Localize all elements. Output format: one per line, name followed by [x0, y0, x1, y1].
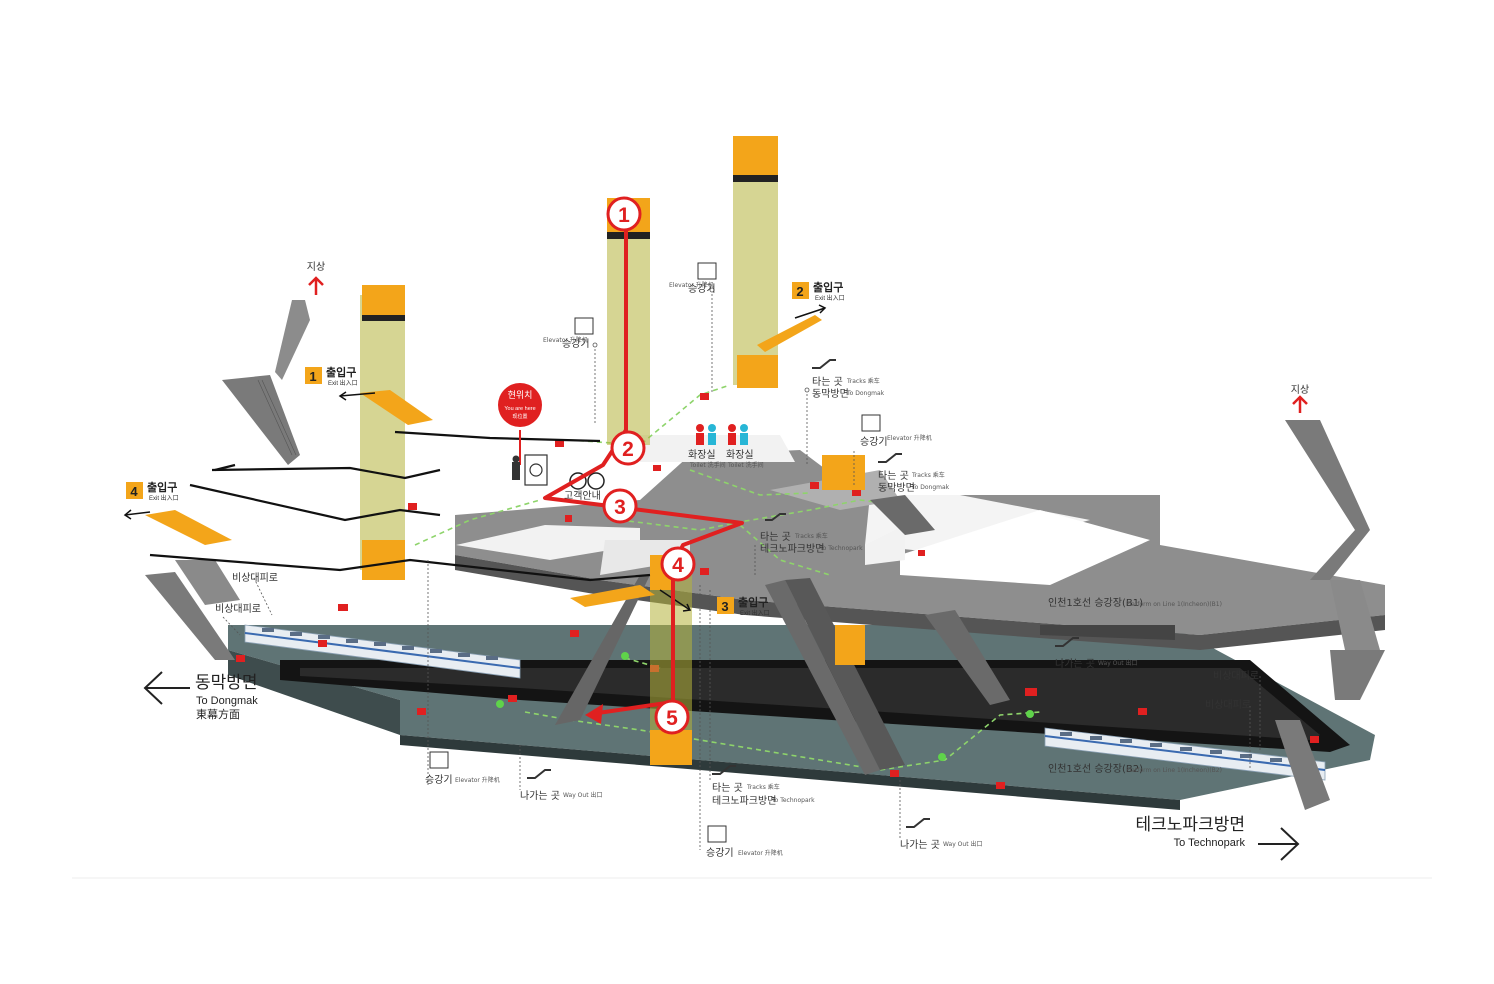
direction-technopark-kr: 테크노파크방면 [1136, 815, 1245, 835]
ground-label-right: 지상 [1291, 384, 1309, 396]
elevator-label-5: 승강기 [706, 847, 734, 859]
exit-ramps [123, 304, 827, 612]
ground-arrow-right-icon [1292, 395, 1308, 413]
ground-label-left: 지상 [307, 261, 325, 273]
platform-b2-en: Platform on Line 1(Incheon)(B2) [1126, 767, 1222, 774]
svg-text:You are here: You are here [504, 406, 535, 412]
svg-text:출입구: 출입구 [738, 595, 768, 609]
elevator-label-2: 승강기 [688, 283, 716, 295]
info-label: 고객안내 [564, 490, 601, 502]
elevator-label-1: 승강기 [562, 338, 590, 350]
svg-text:4: 4 [130, 484, 138, 499]
route-step-label: 4 [672, 554, 684, 577]
to-dongmak-label-1: 동막방면 [812, 388, 849, 400]
restroom-label-men: 화장실 [688, 449, 716, 461]
restroom-icons [696, 424, 748, 445]
elevator-en-5: Elevator 升降机 [738, 849, 783, 857]
to-technopark-en-1: To Technopark [819, 545, 863, 552]
elevator-en-3: Elevator 升降机 [887, 434, 932, 442]
boarding-label-1: 타는 곳 [812, 376, 843, 388]
elevator-en-1: Elevator 升降机 [543, 336, 588, 344]
to-dongmak-en-1: To Dongmak [846, 390, 885, 397]
elevator-en-4: Elevator 升降机 [455, 776, 500, 784]
direction-dongmak: 동막방면 To Dongmak 東幕方面 [143, 671, 258, 721]
direction-dongmak-cn: 東幕方面 [196, 707, 240, 721]
svg-text:Exit 出入口: Exit 出入口 [328, 379, 358, 387]
route-step-label: 2 [622, 438, 634, 461]
way-out-label-2: 나가는 곳 [900, 839, 940, 851]
emergency-label-2: 비상대피로 [215, 603, 261, 615]
platform-b1-label: 인천1호선 승강장(B1) [1048, 597, 1143, 609]
svg-text:출입구: 출입구 [813, 280, 843, 294]
to-dongmak-label-2: 동막방면 [878, 482, 915, 494]
svg-text:2: 2 [796, 284, 803, 299]
restroom-sub-women: Toilet 洗手间 [727, 461, 764, 469]
svg-text:현위치: 현위치 [508, 389, 533, 401]
elevator-label-3: 승강기 [860, 436, 888, 448]
boarding-label-2: 타는 곳 [878, 470, 909, 482]
route-step-label: 3 [614, 496, 626, 519]
way-out-label-1: 나가는 곳 [520, 790, 560, 802]
direction-technopark-en: To Technopark [1174, 837, 1246, 849]
ground-arrow-left-icon [308, 276, 324, 295]
boarding-label-3: 타는 곳 [760, 531, 791, 543]
restroom-label-women: 화장실 [726, 449, 754, 461]
way-out-label-3: 나가는 곳 [1055, 658, 1095, 670]
boarding-label-4: 타는 곳 [712, 782, 743, 794]
stairs [145, 300, 1385, 810]
route-step-4: 4 [660, 546, 696, 582]
way-out-en-2: Way Out 出口 [943, 840, 982, 848]
svg-text:1: 1 [309, 369, 316, 384]
exit-1-badge: 1 출입구 Exit 出入口 [305, 365, 358, 387]
to-technopark-en-2: To Technopark [771, 797, 815, 804]
route-step-2: 2 [610, 430, 646, 466]
to-dongmak-en-2: To Dongmak [911, 484, 950, 491]
to-technopark-label-2: 테크노파크방면 [712, 795, 776, 807]
emergency-label-1: 비상대피로 [232, 572, 278, 584]
boarding-en-2: Tracks 乘车 [911, 471, 945, 479]
emergency-label-3: 비상대피로 [1213, 670, 1259, 682]
restroom-sub-men: Toilet 洗手间 [689, 461, 726, 469]
route-step-1: 1 [606, 196, 642, 232]
svg-text:출입구: 출입구 [147, 480, 177, 494]
emergency-label-4: 비상대피로 [1205, 699, 1251, 711]
svg-text:现位置: 现位置 [512, 413, 527, 420]
route-step-5: 5 [654, 699, 690, 735]
way-out-en-3: Way Out 出口 [1098, 659, 1137, 667]
platform-b1-en: Platform on Line 1(Incheon)(B1) [1126, 601, 1222, 608]
callout-lines [222, 287, 1261, 850]
direction-technopark: 테크노파크방면 To Technopark [1136, 815, 1300, 861]
direction-dongmak-kr: 동막방면 [195, 673, 258, 693]
svg-text:Exit 出入口: Exit 出入口 [149, 494, 179, 502]
exit-3-badge: 3 출입구 Exit 出入口 [717, 595, 770, 617]
train-right [1044, 727, 1326, 781]
elevator-icons [429, 262, 881, 843]
way-out-en-1: Way Out 出口 [563, 791, 602, 799]
elevator-en-2: Elevator 升降机 [669, 281, 714, 289]
route-step-label: 1 [618, 204, 630, 227]
you-are-here-marker: 현위치 You are here 现位置 [498, 383, 548, 486]
escalator-icons [527, 359, 1079, 828]
exit-4-badge: 4 출입구 Exit 出入口 [126, 480, 179, 502]
elevator-label-4: 승강기 [425, 774, 453, 786]
svg-text:출입구: 출입구 [326, 365, 356, 379]
boarding-en-3: Tracks 乘车 [794, 532, 828, 540]
svg-text:Exit 出入口: Exit 出入口 [740, 609, 770, 617]
platform-b2-label: 인천1호선 승강장(B2) [1048, 763, 1143, 775]
direction-dongmak-en: To Dongmak [196, 695, 258, 707]
svg-text:3: 3 [721, 599, 728, 614]
boarding-en-4: Tracks 乘车 [746, 783, 780, 791]
platform-b2 [228, 604, 1375, 810]
svg-text:Exit 出入口: Exit 出入口 [815, 294, 845, 302]
route-step-3: 3 [602, 488, 638, 524]
level-edges [149, 430, 651, 582]
boarding-en-1: Tracks 乘车 [846, 377, 880, 385]
route-step-label: 5 [666, 707, 678, 730]
train-left [244, 624, 521, 679]
exit-2-badge: 2 출입구 Exit 出入口 [792, 280, 845, 302]
route-arrowhead-icon [585, 704, 603, 724]
to-technopark-label-1: 테크노파크방면 [760, 543, 824, 555]
